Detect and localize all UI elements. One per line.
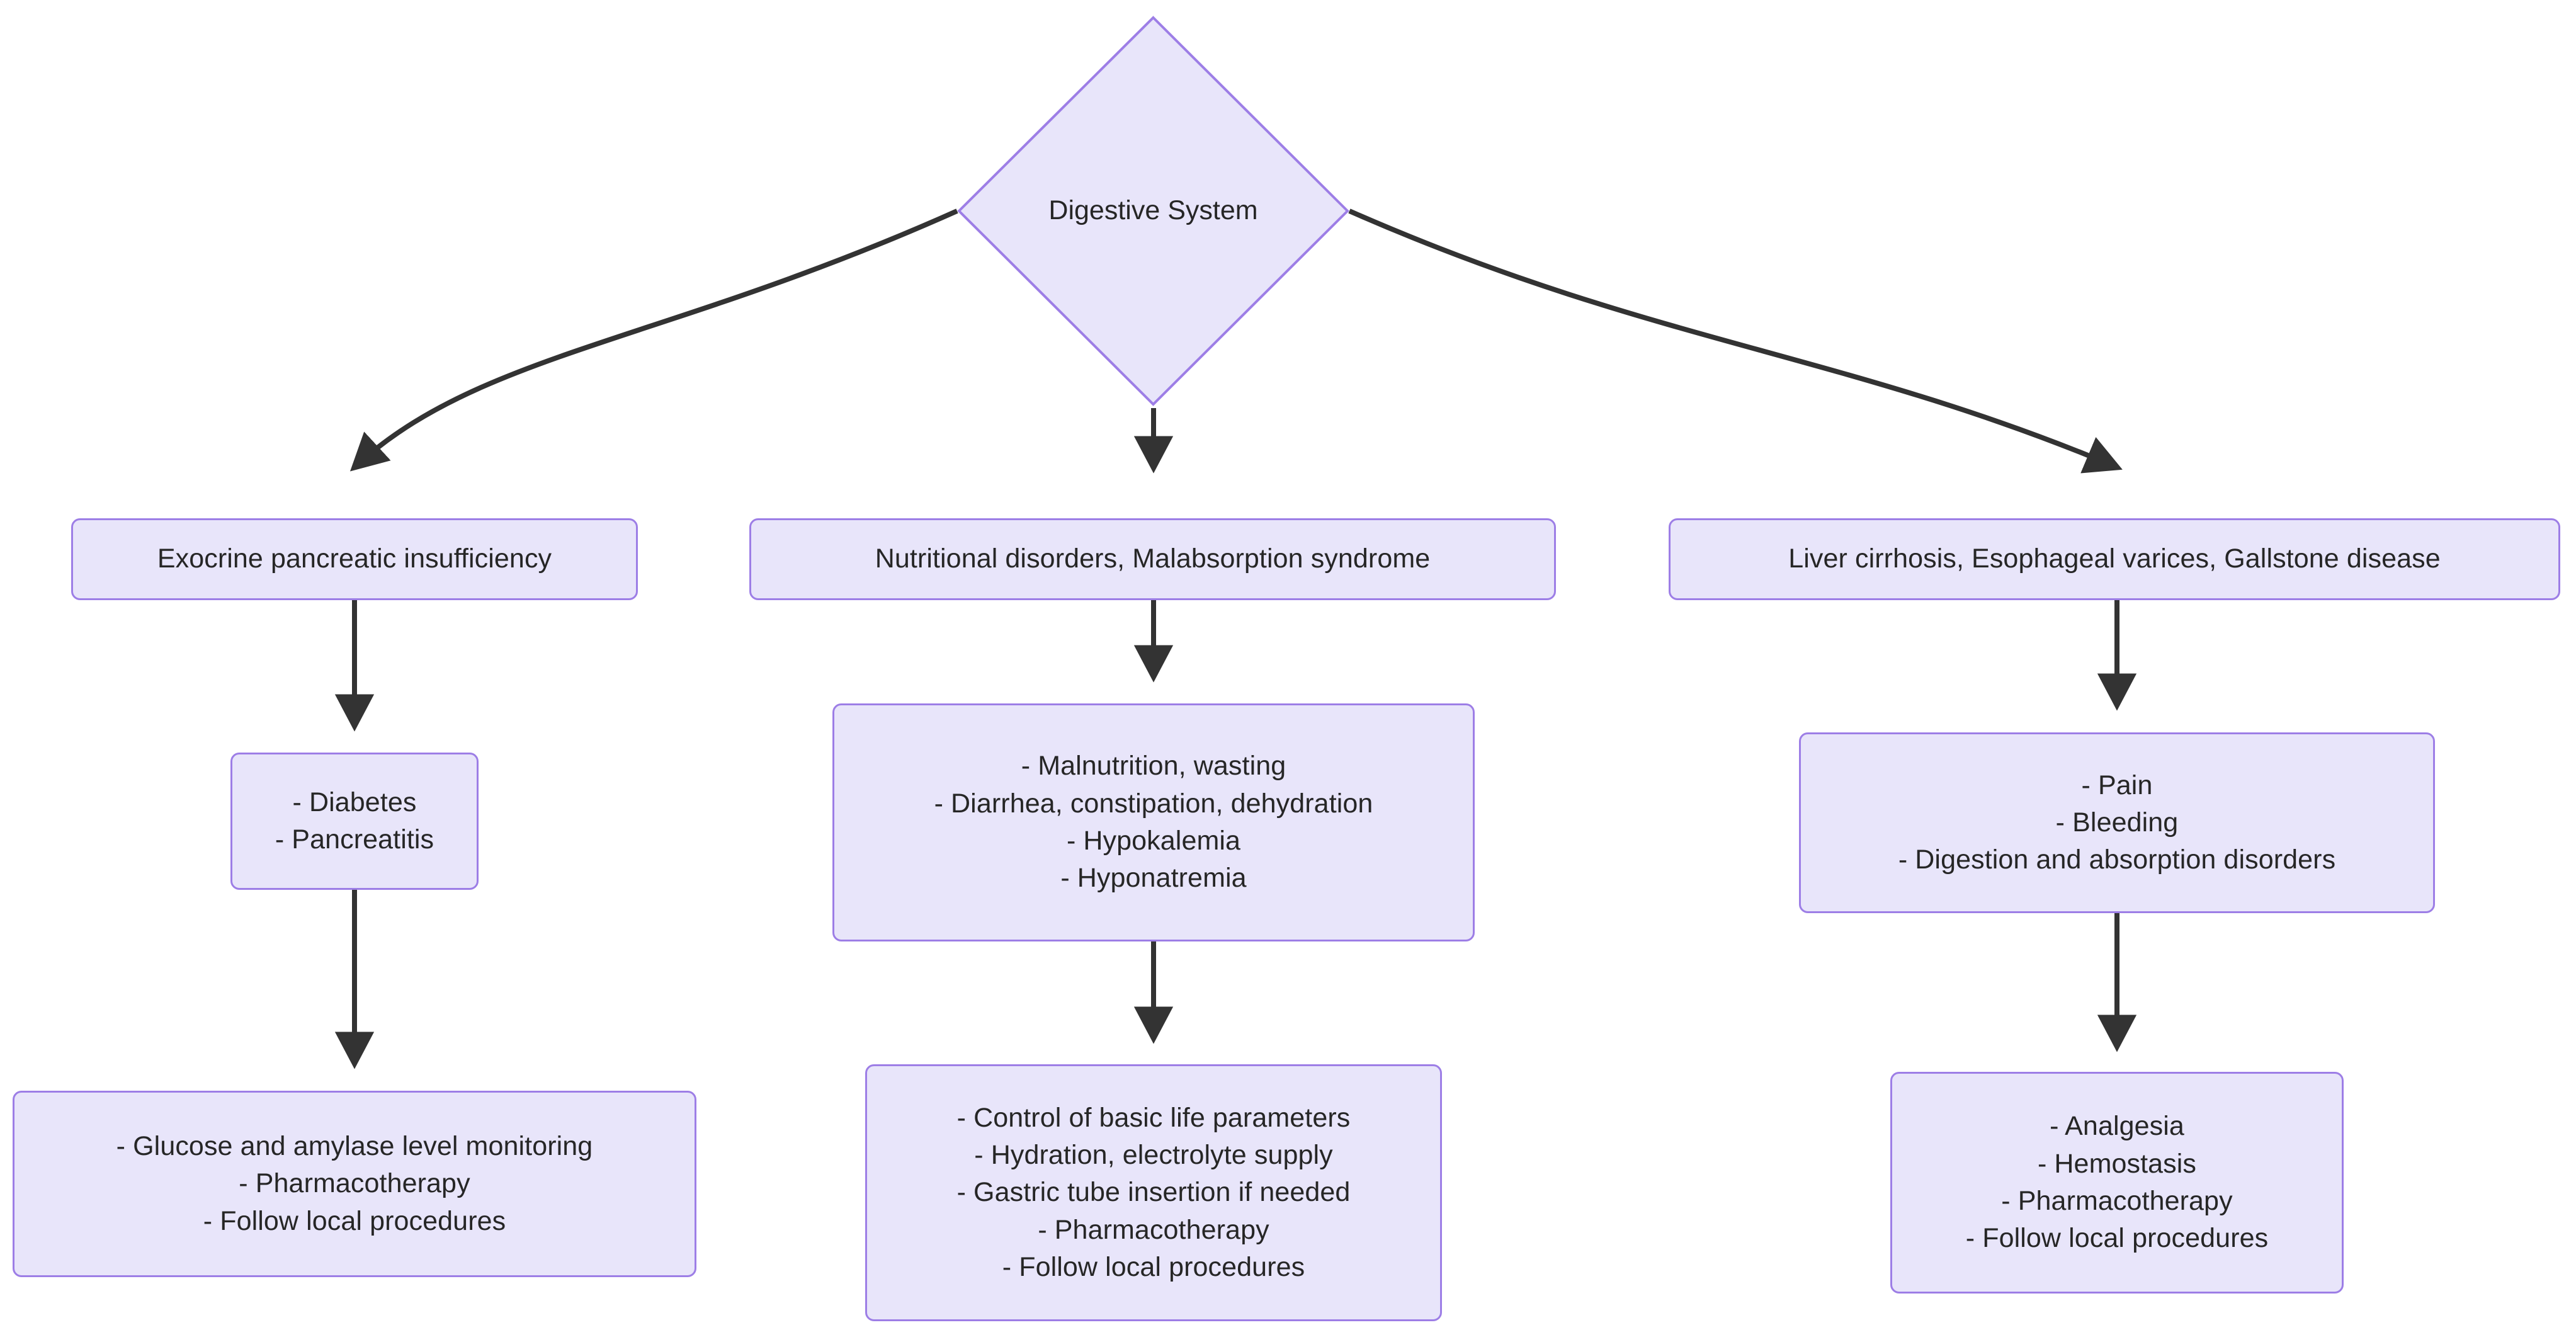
node-label-nutritional-disorders: Nutritional disorders, Malabsorption syn… bbox=[875, 543, 1431, 574]
node-label-digestive-system: Digestive System bbox=[1048, 195, 1258, 226]
node-nutritional-disorders[interactable]: Nutritional disorders, Malabsorption syn… bbox=[749, 518, 1556, 600]
node-label-nutritional-management: - Control of basic life parameters - Hyd… bbox=[956, 1102, 1351, 1282]
edge-root-to-col3 bbox=[1348, 208, 2123, 474]
diamond-shape-icon bbox=[957, 16, 1349, 406]
node-nutritional-management[interactable]: - Control of basic life parameters - Hyd… bbox=[865, 1064, 1442, 1321]
node-hepatobiliary-symptoms[interactable]: - Pain - Bleeding - Digestion and absorp… bbox=[1799, 732, 2435, 913]
node-digestive-system[interactable]: Digestive System bbox=[957, 16, 1349, 406]
node-label-exocrine-pancreatic-insufficiency: Exocrine pancreatic insufficiency bbox=[157, 543, 552, 574]
node-nutritional-symptoms[interactable]: - Malnutrition, wasting - Diarrhea, cons… bbox=[832, 703, 1475, 941]
node-pancreatic-management[interactable]: - Glucose and amylase level monitoring -… bbox=[13, 1091, 696, 1277]
node-label-pancreatic-symptoms: - Diabetes - Pancreatitis bbox=[275, 787, 434, 855]
node-exocrine-pancreatic-insufficiency[interactable]: Exocrine pancreatic insufficiency bbox=[71, 518, 638, 600]
node-label-hepatobiliary-symptoms: - Pain - Bleeding - Digestion and absorp… bbox=[1898, 770, 2336, 875]
node-label-hepatobiliary-management: - Analgesia - Hemostasis - Pharmacothera… bbox=[1965, 1111, 2269, 1254]
node-pancreatic-symptoms[interactable]: - Diabetes - Pancreatitis bbox=[230, 753, 479, 890]
edge-root-to-col1 bbox=[349, 208, 958, 472]
node-hepatobiliary-management[interactable]: - Analgesia - Hemostasis - Pharmacothera… bbox=[1890, 1072, 2344, 1294]
node-liver-cirrhosis[interactable]: Liver cirrhosis, Esophageal varices, Gal… bbox=[1669, 518, 2560, 600]
node-label-pancreatic-management: - Glucose and amylase level monitoring -… bbox=[116, 1131, 593, 1236]
node-label-nutritional-symptoms: - Malnutrition, wasting - Diarrhea, cons… bbox=[934, 751, 1373, 894]
node-label-liver-cirrhosis: Liver cirrhosis, Esophageal varices, Gal… bbox=[1788, 543, 2441, 574]
